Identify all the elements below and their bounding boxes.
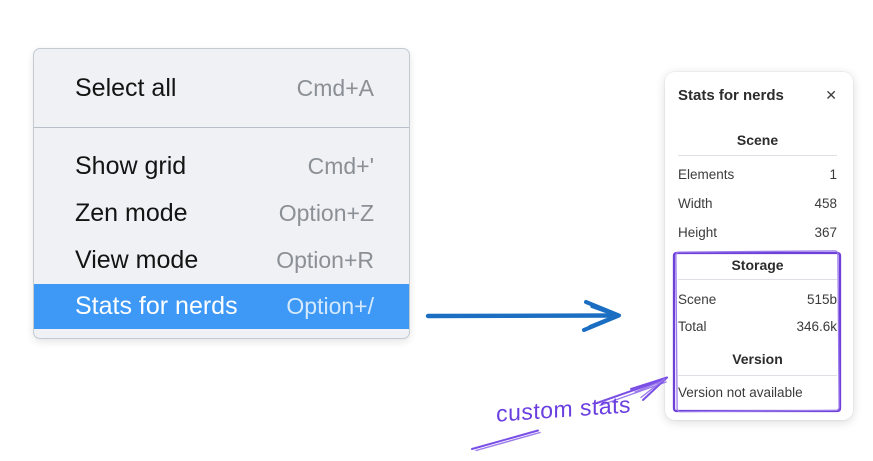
stat-label: Scene [678,292,717,307]
stat-value: 458 [814,196,837,211]
close-icon: ✕ [825,87,837,103]
version-note: Version not available [678,385,803,400]
menu-item-view-mode[interactable]: View mode Option+R [34,237,409,284]
stat-value: 367 [814,225,837,240]
menu-item-label: Stats for nerds [75,292,238,320]
menu-item-label: Select all [75,73,177,102]
menu-item-label: Show grid [75,152,187,180]
menu-item-shortcut: Option+/ [286,293,374,319]
annotation-text: custom stats [496,391,631,427]
section-heading-version: Version [732,351,783,367]
menu-item-shortcut: Option+R [276,247,374,273]
context-menu: Select all Cmd+A Show grid Cmd+' Zen mod… [33,48,410,339]
stat-label: Elements [678,167,735,182]
menu-item-show-grid[interactable]: Show grid Cmd+' [34,143,409,190]
menu-item-zen-mode[interactable]: Zen mode Option+Z [34,190,409,237]
stat-label: Total [678,319,707,334]
stats-panel-header: Stats for nerds ✕ [678,84,837,106]
blue-right-arrow [425,300,621,332]
stat-row-elements: Elements 1 [678,160,837,189]
menu-item-shortcut: Option+Z [278,200,374,226]
menu-item-label: Zen mode [75,199,188,227]
section-divider [678,375,837,376]
menu-group-top: Select all Cmd+A [34,49,409,127]
menu-divider [34,127,409,128]
menu-item-shortcut: Cmd+A [296,74,374,101]
stat-label: Height [678,225,718,240]
stat-value: 515b [806,292,837,307]
stat-row-width: Width 458 [678,189,837,218]
storage-rows: Scene 515b Total 346.6k [678,286,837,340]
stat-row-storage-scene: Scene 515b [678,286,837,313]
stat-value: 346.6k [796,319,837,334]
stat-label: Width [678,196,713,211]
stat-row-height: Height 367 [678,218,837,247]
stats-panel: Stats for nerds ✕ Scene Elements 1 Width… [665,72,853,420]
scene-rows: Elements 1 Width 458 Height 367 [678,160,837,247]
menu-item-shortcut: Cmd+' [307,153,374,179]
stat-row-storage-total: Total 346.6k [678,313,837,340]
menu-item-label: View mode [75,246,199,274]
menu-group-bottom: Show grid Cmd+' Zen mode Option+Z View m… [34,128,409,338]
section-divider [678,155,837,156]
close-button[interactable]: ✕ [825,88,837,102]
menu-item-stats-for-nerds[interactable]: Stats for nerds Option+/ [34,284,409,329]
section-divider [678,279,837,280]
stats-panel-title: Stats for nerds [678,86,784,104]
menu-item-select-all[interactable]: Select all Cmd+A [34,49,409,127]
section-heading-storage: Storage [731,257,784,273]
section-heading-scene: Scene [736,132,779,148]
stat-value: 1 [829,167,837,182]
